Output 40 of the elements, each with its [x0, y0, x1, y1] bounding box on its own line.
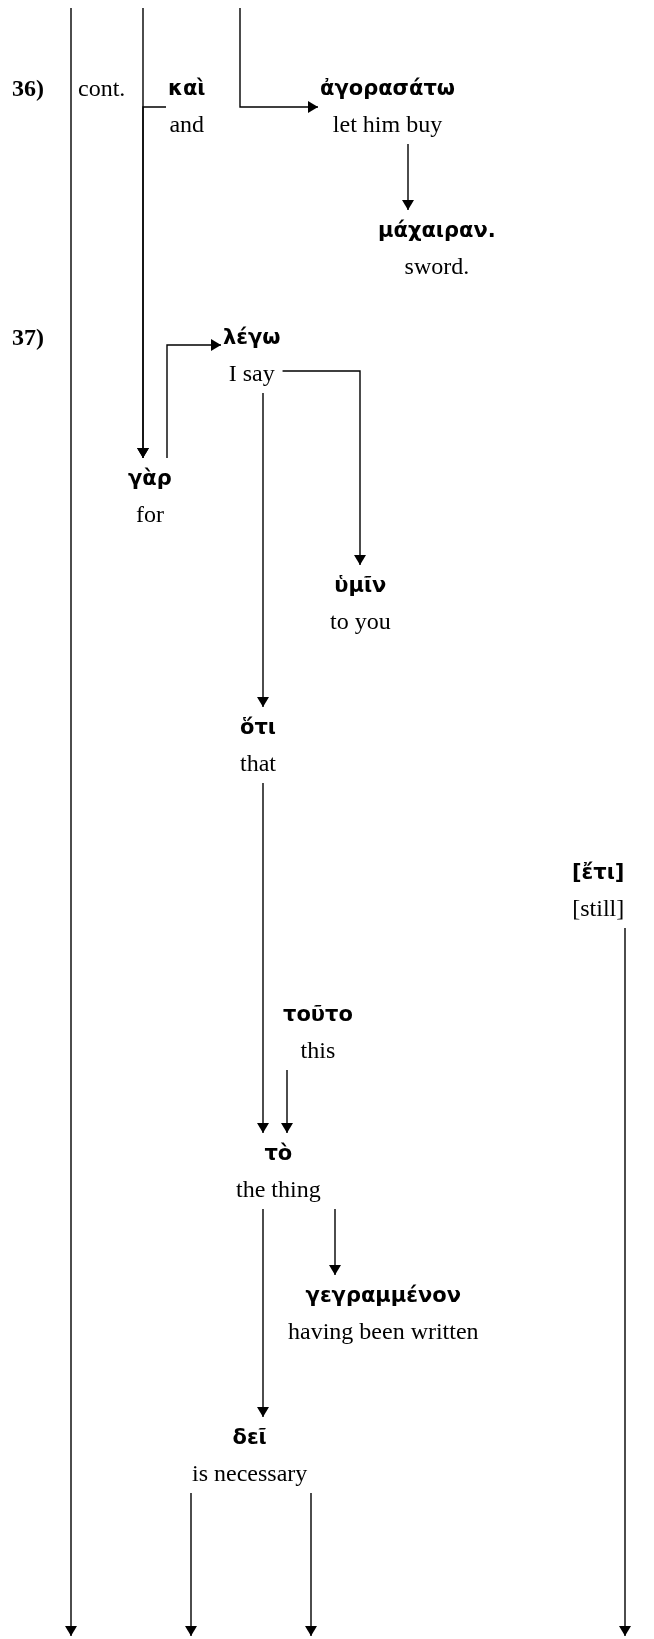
english-gloss: let him buy — [331, 110, 444, 139]
greek-word: γὰρ — [128, 465, 172, 492]
arrow — [619, 927, 631, 1637]
greek-word: [ἔτι] — [572, 859, 625, 886]
english-gloss: to you — [330, 607, 391, 636]
english-gloss: for — [134, 500, 165, 529]
arrow — [257, 782, 269, 1134]
greek-word: ὅτι — [240, 714, 276, 741]
arrow — [402, 143, 414, 211]
arrow — [281, 370, 366, 566]
arrow — [329, 1208, 341, 1276]
greek-word: ἀγορασάτω — [320, 75, 456, 102]
verse-number: 37) — [12, 323, 44, 352]
greek-word: δεῖ — [231, 1424, 268, 1451]
arrow — [166, 339, 222, 459]
english-gloss: having been written — [288, 1317, 479, 1346]
english-gloss: sword. — [403, 252, 471, 281]
arrow — [257, 392, 269, 708]
arrow — [281, 1069, 293, 1134]
greek-word: γεγραμμένον — [304, 1282, 462, 1309]
verse-number: 36) — [12, 74, 44, 103]
arrow — [305, 1492, 317, 1637]
greek-word: μάχαιραν. — [378, 217, 496, 244]
arrow — [185, 1492, 197, 1637]
english-gloss: I say — [227, 359, 276, 388]
greek-word: λέγω — [223, 324, 281, 351]
english-gloss: [still] — [572, 894, 625, 923]
greek-word: ὑμῖν — [333, 572, 388, 599]
arrow — [239, 7, 319, 113]
english-gloss: this — [299, 1036, 337, 1065]
greek-word: τοῦτο — [283, 1001, 353, 1028]
continuation-note: cont. — [78, 74, 126, 103]
arrow — [137, 106, 167, 459]
greek-word: καὶ — [168, 75, 206, 102]
greek-word: τὸ — [263, 1140, 294, 1167]
english-gloss: and — [168, 110, 206, 139]
english-gloss: that — [240, 749, 276, 778]
english-gloss: is necessary — [192, 1459, 308, 1488]
arrow — [257, 1208, 269, 1418]
english-gloss: the thing — [236, 1175, 321, 1204]
